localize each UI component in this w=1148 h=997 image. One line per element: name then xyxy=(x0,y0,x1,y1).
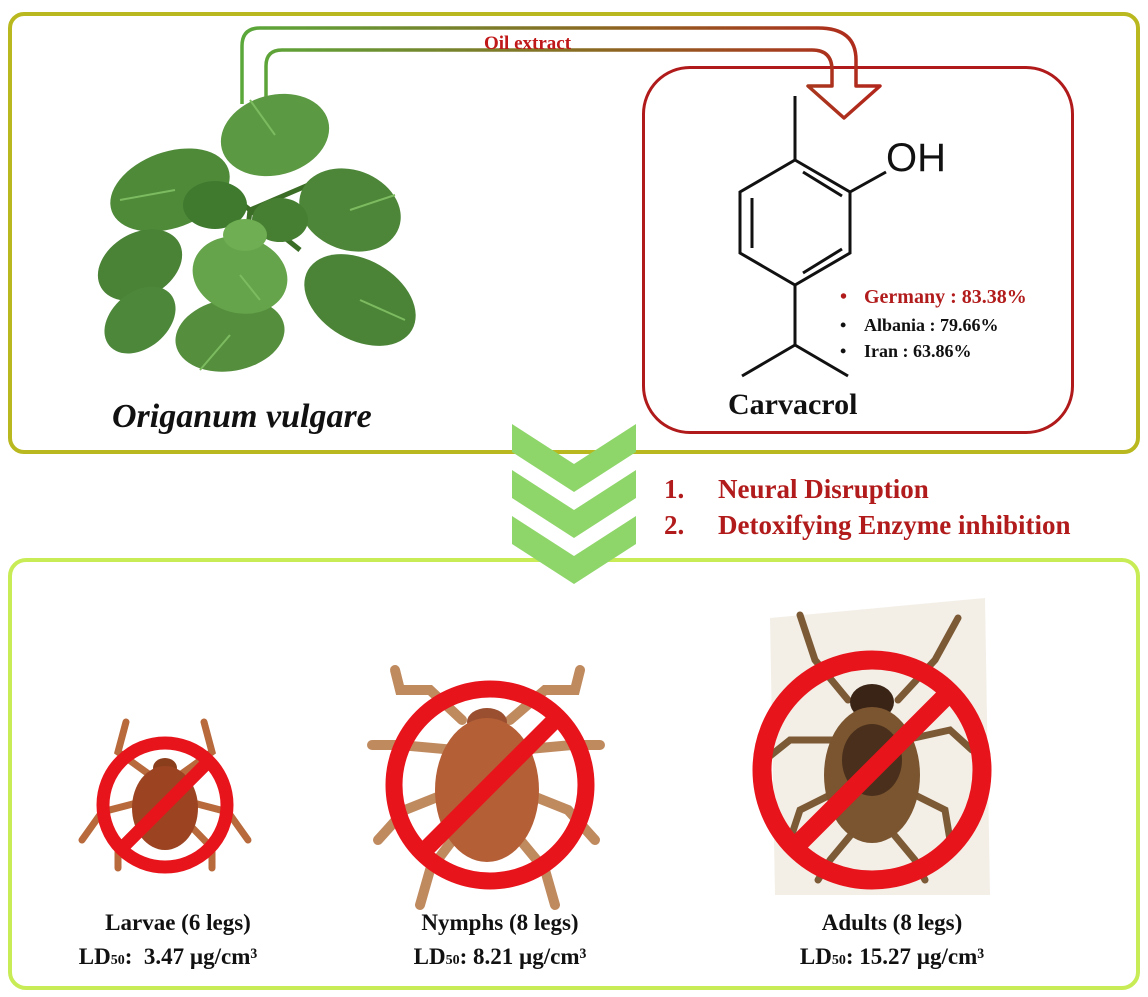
oil-extract-label: Oil extract xyxy=(484,33,572,54)
oregano-plant-icon xyxy=(97,93,416,372)
prohibition-icon xyxy=(96,736,234,874)
top-panel xyxy=(8,12,1140,454)
stage-ld-adults: LD50: 15.27 µg/cm³ xyxy=(799,944,985,969)
prohibition-icon xyxy=(385,680,595,890)
origin-item-iran: •Iran : 63.86% xyxy=(840,341,972,361)
stage-title-larvae: Larvae (6 legs) xyxy=(105,910,251,935)
compound-name: Carvacrol xyxy=(728,388,858,421)
mechanism-item: 2.Detoxifying Enzyme inhibition xyxy=(664,510,1071,540)
prohibition-icon xyxy=(752,650,992,890)
stage-title-adults: Adults (8 legs) xyxy=(821,910,963,935)
carvacrol-structure-icon xyxy=(738,96,887,378)
oil-extract-arrow xyxy=(240,26,882,120)
stage-title-nymphs: Nymphs (8 legs) xyxy=(421,910,579,935)
carvacrol-box xyxy=(642,66,1074,434)
stage-ld-nymphs: LD50: 8.21 µg/cm³ xyxy=(413,944,587,969)
stage-ld-larvae: LD50: 3.47 µg/cm³ xyxy=(78,944,258,969)
mechanism-item: 1.Neural Disruption xyxy=(664,474,929,504)
origin-item-germany: •Germany : 83.38% xyxy=(840,286,1027,308)
origin-item-albania: •Albania : 79.66% xyxy=(840,315,999,335)
plant-name: Origanum vulgare xyxy=(112,398,372,435)
hydroxyl-label: OH xyxy=(886,136,946,180)
down-chevron-icon xyxy=(512,424,636,584)
